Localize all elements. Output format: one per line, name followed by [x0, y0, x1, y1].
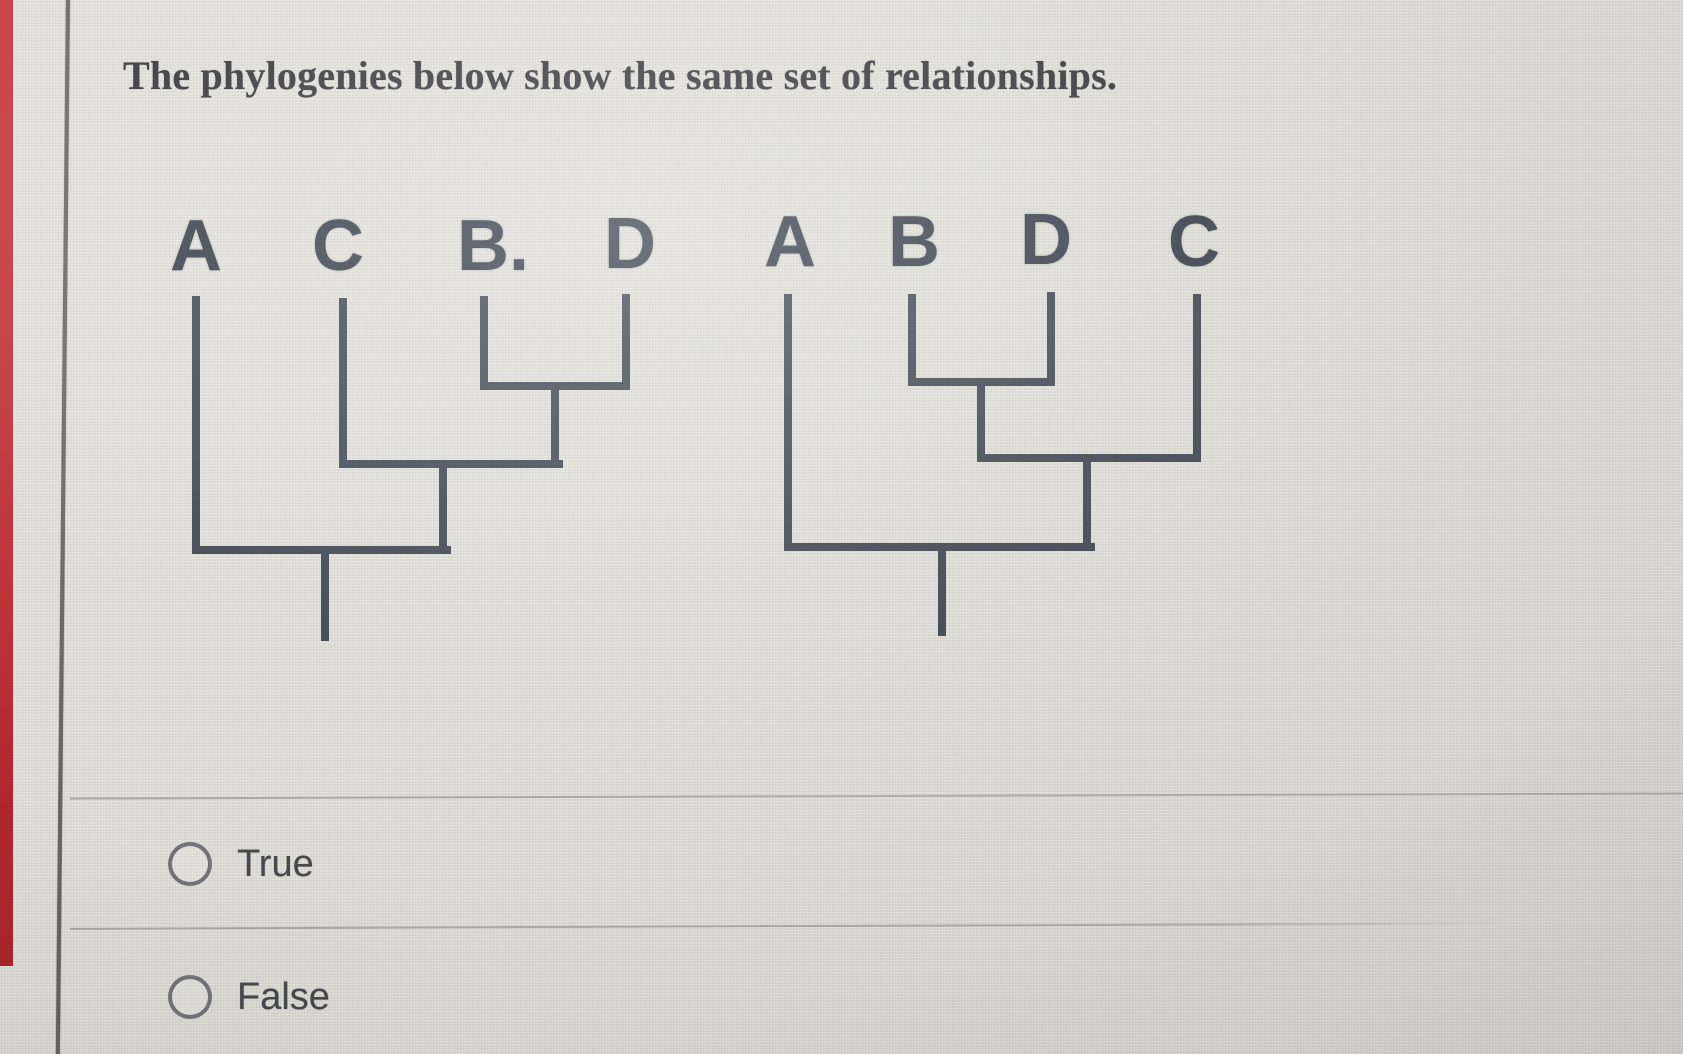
left-edge-red-bar	[0, 0, 13, 966]
right-tree-label-c: C	[1168, 202, 1220, 282]
right-tree-label-a: A	[764, 202, 816, 282]
true-option-label[interactable]: True	[237, 843, 314, 885]
left-tree-label-b: B.	[457, 206, 529, 286]
answer-option-true[interactable]: True	[168, 842, 314, 886]
right-tree-label-b: B	[888, 202, 940, 282]
right-tree-label-d: D	[1020, 200, 1072, 280]
left-tree-label-a: A	[170, 206, 222, 286]
left-tree-label-c: C	[312, 206, 364, 286]
true-radio-button[interactable]	[168, 842, 212, 886]
left-phylogeny-tree	[192, 294, 630, 641]
answer-option-false[interactable]: False	[168, 975, 330, 1019]
left-tree-label-d: D	[604, 204, 656, 284]
false-radio-button[interactable]	[168, 975, 212, 1019]
false-option-label[interactable]: False	[237, 976, 330, 1018]
right-phylogeny-tree	[784, 292, 1201, 636]
question-text: The phylogenies below show the same set …	[123, 53, 1118, 98]
